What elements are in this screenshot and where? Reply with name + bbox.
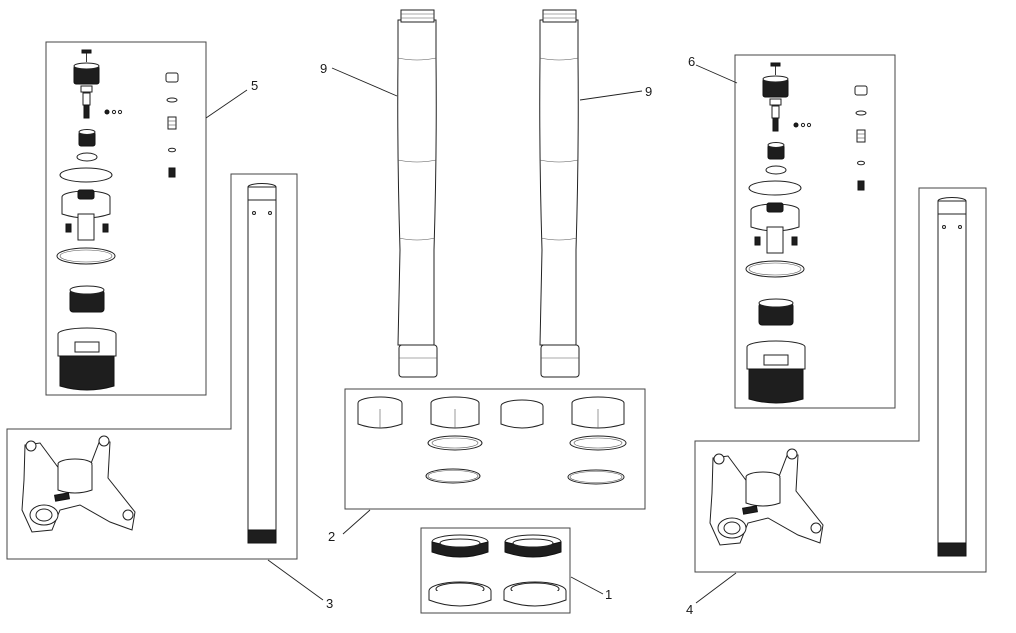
- seals-kit-box: [420, 527, 571, 614]
- callout-4: 4: [686, 602, 693, 617]
- right-fork-foot: [709, 448, 824, 546]
- leader-line-9-left: [331, 67, 398, 97]
- callout-9-right: 9: [645, 84, 652, 99]
- right-inner-tube: [937, 197, 967, 557]
- left-cap-kit-parts: [56, 49, 179, 391]
- left-cap-kit-box: [45, 41, 207, 396]
- leader-line-5: [205, 89, 248, 119]
- right-cap-kit-box: [734, 54, 896, 409]
- leader-line-3: [267, 559, 324, 601]
- callout-9-left: 9: [320, 61, 327, 76]
- right-cap-kit-parts: [745, 62, 868, 404]
- callout-1: 1: [605, 587, 612, 602]
- callout-6: 6: [688, 54, 695, 69]
- seals-kit-parts: [428, 534, 567, 607]
- bushings-kit-parts: [357, 396, 627, 485]
- left-inner-tube: [247, 183, 277, 544]
- leader-line-9-right: [579, 90, 643, 101]
- leader-line-6: [695, 64, 738, 84]
- leader-line-4: [695, 572, 737, 604]
- leader-line-2: [342, 509, 371, 535]
- leader-line-1: [570, 576, 604, 595]
- callout-3: 3: [326, 596, 333, 611]
- outer-tube-right: [539, 9, 580, 378]
- left-fork-foot: [21, 435, 136, 533]
- left-leg-assembly-box: [6, 173, 298, 560]
- bushings-kit-box: [344, 388, 646, 510]
- right-leg-assembly-box: [694, 187, 987, 573]
- callout-5: 5: [251, 78, 258, 93]
- outer-tube-left: [397, 9, 438, 378]
- callout-2: 2: [328, 529, 335, 544]
